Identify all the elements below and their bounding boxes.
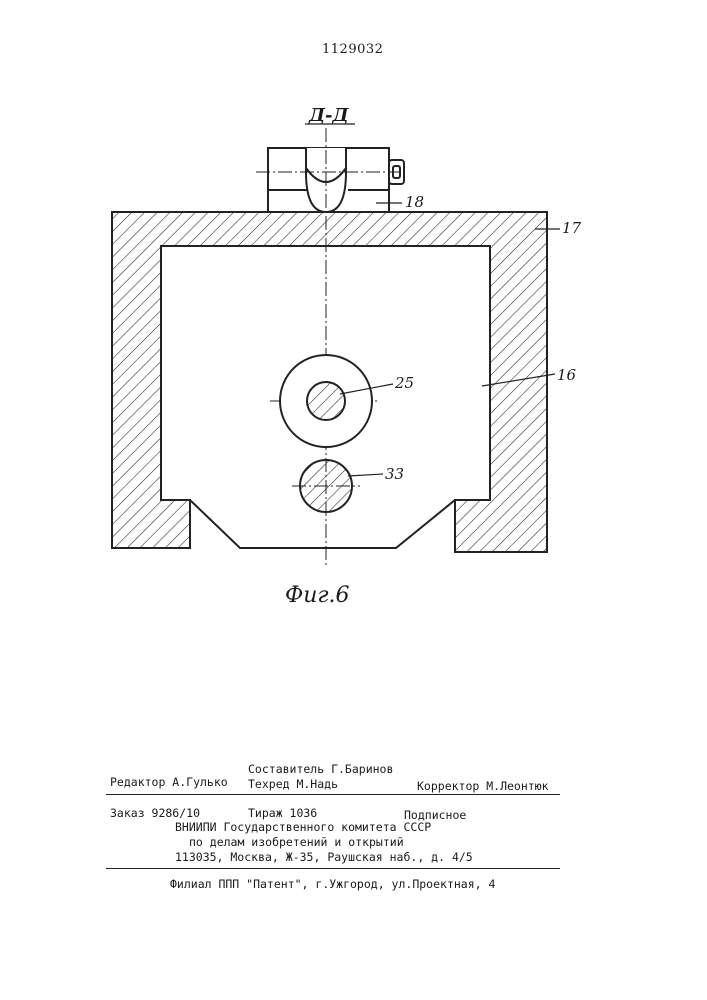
techred: Техред М.Надь [248, 777, 338, 791]
org-line-1: ВНИИПИ Государственного комитета СССР [175, 820, 431, 834]
figure-caption: Фиг.6 [285, 583, 350, 608]
editor: Редактор А.Гулько [110, 775, 228, 789]
callout-17: 17 [562, 219, 582, 237]
circulation: Тираж 1036 [248, 806, 317, 820]
branch: Филиал ППП "Патент", г.Ужгород, ул.Проек… [170, 877, 495, 891]
order: Заказ 9286/10 [110, 806, 200, 820]
address: 113035, Москва, Ж-35, Раушская наб., д. … [175, 850, 473, 864]
callout-25: 25 [394, 374, 414, 392]
callout-33: 33 [385, 465, 404, 483]
imprint-rule-top [106, 794, 560, 795]
imprint-rule-bottom [106, 868, 560, 869]
callout-18: 18 [405, 193, 424, 211]
callout-16: 16 [557, 366, 577, 384]
org-line-2: по делам изобретений и открытий [189, 835, 404, 849]
compiler: Составитель Г.Баринов [248, 762, 393, 776]
corrector: Корректор М.Леонтюк [417, 779, 549, 793]
section-label: Д-Д [308, 105, 349, 126]
shaft-33 [296, 456, 356, 516]
